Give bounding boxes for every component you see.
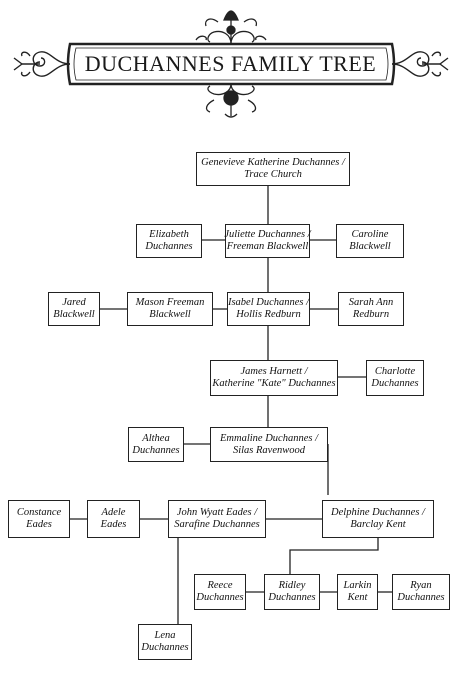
bottom-ornament-icon: [205, 83, 257, 118]
node-emmaline: Emmaline Duchannes /Silas Ravenwood: [210, 427, 328, 462]
top-ornament-icon: [195, 10, 267, 45]
node-john: John Wyatt Eades /Sarafine Duchannes: [168, 500, 266, 538]
node-james: James Harnett /Katherine "Kate" Duchanne…: [210, 360, 338, 396]
left-flourish-icon: [13, 51, 71, 77]
node-delphine: Delphine Duchannes /Barclay Kent: [322, 500, 434, 538]
page-title: DUCHANNES FAMILY TREE: [84, 51, 377, 76]
banner-inner-frame: [73, 47, 389, 81]
node-genevieve: Genevieve Katherine Duchannes /Trace Chu…: [196, 152, 350, 186]
banner-frame: [66, 42, 396, 86]
title-banner: [13, 10, 449, 118]
node-juliette: Juliette Duchannes /Freeman Blackwell: [224, 224, 311, 258]
node-isabel: Isabel Duchannes /Hollis Redburn: [227, 292, 310, 326]
right-flourish-icon: [391, 51, 449, 77]
connector-delphine-ridley: [289, 538, 379, 574]
